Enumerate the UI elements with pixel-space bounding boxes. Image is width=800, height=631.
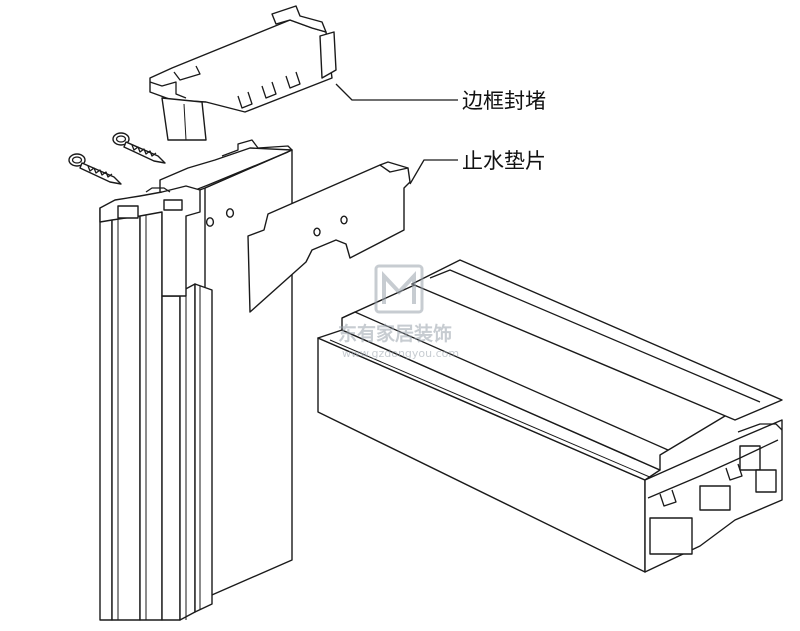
frame-end-cap <box>149 5 337 141</box>
end-cap-body <box>149 19 333 113</box>
waterproof-gasket <box>247 161 411 313</box>
gasket-body <box>247 164 411 313</box>
profile-chamber-small-2 <box>755 469 777 493</box>
profile-section-hook-1 <box>659 489 677 507</box>
screw-lower-thread <box>87 165 113 178</box>
screw-lower-head <box>68 153 86 167</box>
profile-face-line <box>329 339 653 479</box>
profile-chamber-mid <box>699 485 731 511</box>
profile-chamber-large <box>649 517 693 555</box>
screw-upper <box>112 132 166 164</box>
profile-section-hook-2 <box>725 463 743 481</box>
watermark-brand: 东有家居装饰 <box>338 322 452 345</box>
profile-rail-ridge <box>429 269 761 403</box>
frame-front-strip-2 <box>111 199 141 621</box>
screw-upper-shank <box>123 141 166 164</box>
profile-raised-rail <box>411 259 783 421</box>
gasket-hole-1 <box>313 227 321 237</box>
frame-chamber-2 <box>163 199 183 211</box>
end-cap-leader <box>335 83 458 101</box>
end-cap-rim <box>173 65 201 81</box>
screw-lower-drive <box>71 156 83 164</box>
watermark-logo-icon <box>374 264 424 314</box>
gasket-top-edge <box>379 161 409 169</box>
screw-hole-2 <box>225 208 235 218</box>
watermark-url: www.gzdongyou.com <box>342 347 459 360</box>
end-cap-label: 边框封堵 <box>462 89 546 113</box>
frame-section-tab <box>145 187 171 193</box>
vertical-frame-profile <box>99 139 293 621</box>
watermark-logo-mark <box>382 270 416 304</box>
horizontal-profile <box>317 259 783 573</box>
end-cap-insert-edge <box>183 103 187 141</box>
profile-section-web <box>647 439 779 499</box>
end-cap-slot-1 <box>237 91 253 109</box>
screw-hole-1 <box>205 217 215 227</box>
gasket-leader <box>409 159 458 185</box>
end-cap-slot-3 <box>285 71 301 89</box>
profile-section-top <box>737 423 783 433</box>
screw-lower-shank <box>79 162 122 185</box>
frame-front-strip-4 <box>161 295 181 621</box>
end-cap-front-step <box>149 81 187 99</box>
end-cap-top-tab <box>271 5 327 33</box>
frame-top-notch <box>221 139 293 157</box>
watermark: 东有家居装饰 www.gzdongyou.com <box>338 264 459 360</box>
screw-upper-thread <box>131 144 157 157</box>
frame-front-strip-3 <box>139 195 163 621</box>
gasket-label: 止水垫片 <box>462 149 546 173</box>
frame-front-strip-5 <box>179 283 196 621</box>
frame-front-strip-1 <box>99 204 113 621</box>
end-cap-side-wall <box>319 31 337 79</box>
end-cap-slot-2 <box>261 81 277 99</box>
screw-upper-head <box>112 132 130 146</box>
callout-leaders <box>335 83 458 185</box>
screw-upper-drive <box>115 135 127 143</box>
profile-top-groove <box>341 311 669 451</box>
screw-lower <box>68 153 122 185</box>
frame-chamber-1 <box>117 205 139 219</box>
frame-front-strip-6 <box>194 283 213 613</box>
end-cap-insert-block <box>161 97 207 141</box>
gasket-hole-2 <box>340 215 348 225</box>
